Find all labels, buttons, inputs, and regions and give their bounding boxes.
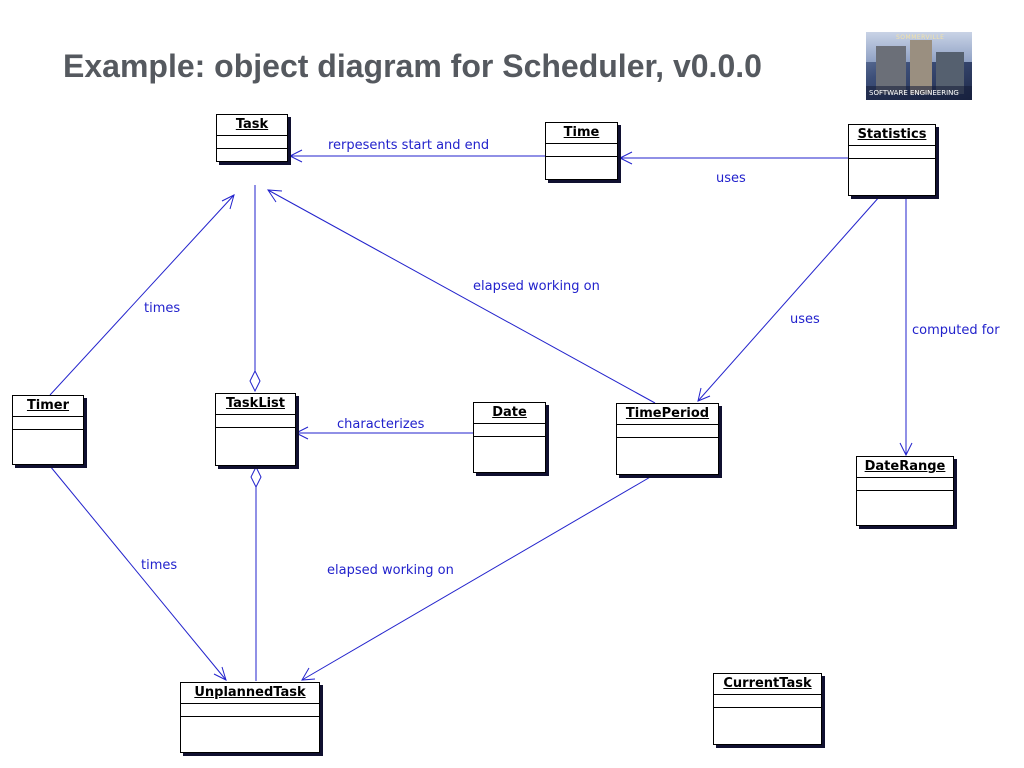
link-timer-unplanned xyxy=(49,465,227,681)
object-timer[interactable]: Timer xyxy=(12,395,84,465)
logo-top-text: SOMMERVILLE xyxy=(896,34,945,41)
object-currenttask[interactable]: CurrentTask xyxy=(713,673,822,745)
object-timeperiod[interactable]: TimePeriod xyxy=(616,403,719,475)
arrowhead-task-from-time xyxy=(288,149,303,163)
object-name: Statistics xyxy=(849,125,935,146)
link-statistics-timeperiod xyxy=(697,195,881,402)
arrowhead-task-from-timer xyxy=(221,194,235,210)
arrowhead-unplanned-from-timer xyxy=(213,666,227,681)
object-time[interactable]: Time xyxy=(545,122,618,180)
object-name: UnplannedTask xyxy=(181,683,319,704)
object-tasklist[interactable]: TaskList xyxy=(215,393,296,466)
label-stats-timeperiod: uses xyxy=(790,312,820,327)
object-name: TimePeriod xyxy=(617,404,718,425)
arrowhead-daterange xyxy=(899,442,913,457)
label-timeperiod-task: elapsed working on xyxy=(473,279,600,294)
object-task[interactable]: Task xyxy=(216,114,288,162)
object-name: DateRange xyxy=(857,457,953,478)
slide-title: Example: object diagram for Scheduler, v… xyxy=(63,48,762,84)
object-name: Time xyxy=(546,123,617,144)
label-stats-daterange: computed for xyxy=(912,323,1000,338)
label-time-task: rerpesents start and end xyxy=(328,138,489,153)
link-timeperiod-task xyxy=(267,189,656,404)
object-daterange[interactable]: DateRange xyxy=(856,456,954,526)
object-name: Task xyxy=(217,115,287,136)
label-timer-unplanned: times xyxy=(141,558,177,573)
arrowhead-tasklist xyxy=(294,426,309,440)
arrowhead-task-from-timeperiod xyxy=(267,189,283,203)
aggregation-diamond-top xyxy=(249,369,261,393)
object-statistics[interactable]: Statistics xyxy=(848,124,936,196)
logo-text: SOFTWARE ENGINEERING xyxy=(869,89,959,97)
label-stats-time: uses xyxy=(716,171,746,186)
link-timeperiod-unplanned xyxy=(301,475,653,681)
label-timer-task: times xyxy=(144,301,180,316)
link-timer-task xyxy=(49,194,235,396)
object-unplannedtask[interactable]: UnplannedTask xyxy=(180,682,320,753)
object-name: Timer xyxy=(13,396,83,417)
arrowhead-timeperiod xyxy=(697,387,711,402)
software-engineering-logo: SOMMERVILLE SOFTWARE ENGINEERING xyxy=(866,32,972,100)
object-name: CurrentTask xyxy=(714,674,821,695)
label-timeperiod-unplanned: elapsed working on xyxy=(327,563,454,578)
object-name: TaskList xyxy=(216,394,295,415)
arrowhead-time xyxy=(618,151,633,165)
label-date-tasklist: characterizes xyxy=(337,417,425,432)
object-date[interactable]: Date xyxy=(473,402,546,473)
arrowhead-unplanned-from-timeperiod xyxy=(301,667,316,681)
object-name: Date xyxy=(474,403,545,424)
aggregation-diamond-bottom xyxy=(250,465,262,489)
